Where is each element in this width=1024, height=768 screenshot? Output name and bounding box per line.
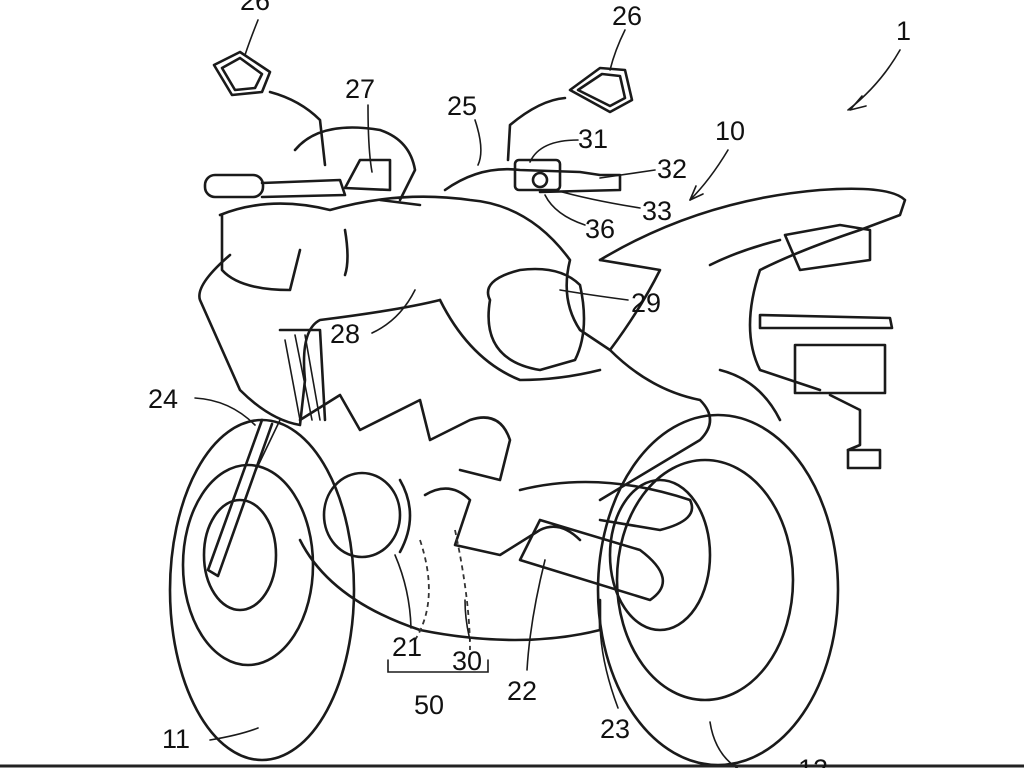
front-fork bbox=[206, 418, 281, 578]
label-seat: 29 bbox=[631, 288, 661, 318]
label-21: 21 bbox=[392, 632, 422, 662]
label-vehicle: 1 bbox=[896, 16, 911, 46]
label-switch: 31 bbox=[578, 124, 608, 154]
rear-wheel bbox=[596, 413, 840, 767]
engine bbox=[298, 471, 694, 651]
label-33: 33 bbox=[642, 196, 672, 226]
label-22: 22 bbox=[507, 676, 537, 706]
label-mirror-right: 26 bbox=[612, 1, 642, 31]
tail-section bbox=[598, 187, 907, 502]
leader-lines bbox=[194, 19, 901, 768]
label-meter: 27 bbox=[345, 74, 375, 104]
label-30: 30 bbox=[452, 646, 482, 676]
front-wheel bbox=[168, 418, 356, 762]
label-fuel-tank: 28 bbox=[330, 319, 360, 349]
label-rear-wheel: 12 bbox=[798, 754, 828, 768]
label-36: 36 bbox=[585, 214, 615, 244]
label-front-wheel: 11 bbox=[162, 724, 190, 754]
label-mirror-left: 26 bbox=[240, 0, 270, 16]
handlebar bbox=[203, 50, 634, 207]
label-front-fork: 24 bbox=[148, 384, 178, 414]
label-body: 10 bbox=[715, 116, 745, 146]
body-frame bbox=[198, 195, 662, 482]
label-50: 50 bbox=[414, 690, 444, 720]
label-23: 23 bbox=[600, 714, 630, 744]
label-grip: 32 bbox=[657, 154, 687, 184]
label-handlebar: 25 bbox=[447, 91, 477, 121]
